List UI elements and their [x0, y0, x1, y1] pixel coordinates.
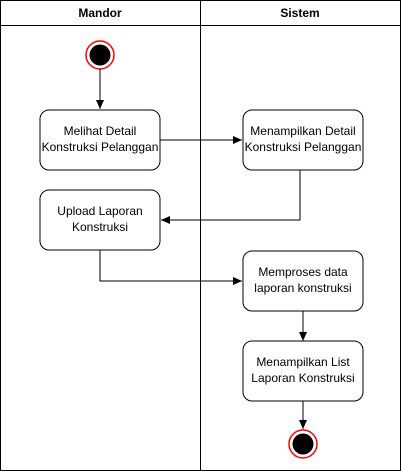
action-node-menampilkan-list: Menampilkan List Laporan Konstruksi	[242, 340, 364, 402]
action-label-line: Upload Laporan	[57, 204, 142, 218]
action-label-line: Laporan Konstruksi	[251, 371, 354, 385]
edges	[96, 69, 307, 429]
edge-a3-to-a4	[99, 250, 242, 285]
action-label-line: Memproses data	[258, 265, 348, 279]
action-node-memproses-data: Memproses data laporan konstruksi	[242, 250, 364, 312]
action-label-line: Konstruksi Pelanggan	[42, 140, 159, 154]
edge-a2-to-a3	[161, 170, 301, 224]
lane-title-sistem: Sistem	[280, 6, 319, 20]
initial-node	[85, 40, 115, 70]
lane-title-mandor: Mandor	[78, 6, 122, 20]
action-node-melihat-detail: Melihat Detail Konstruksi Pelanggan	[39, 109, 161, 171]
action-label-line: laporan konstruksi	[254, 281, 351, 295]
final-node	[288, 429, 318, 459]
action-label-line: Melihat Detail	[64, 124, 137, 138]
action-label-line: Menampilkan List	[256, 355, 350, 369]
action-node-upload-laporan: Upload Laporan Konstruksi	[39, 189, 161, 251]
action-label-line: Menampilkan Detail	[250, 124, 355, 138]
action-label-line: Konstruksi Pelanggan	[245, 140, 362, 154]
action-node-menampilkan-detail: Menampilkan Detail Konstruksi Pelanggan	[242, 109, 364, 171]
action-label-line: Konstruksi	[72, 220, 128, 234]
